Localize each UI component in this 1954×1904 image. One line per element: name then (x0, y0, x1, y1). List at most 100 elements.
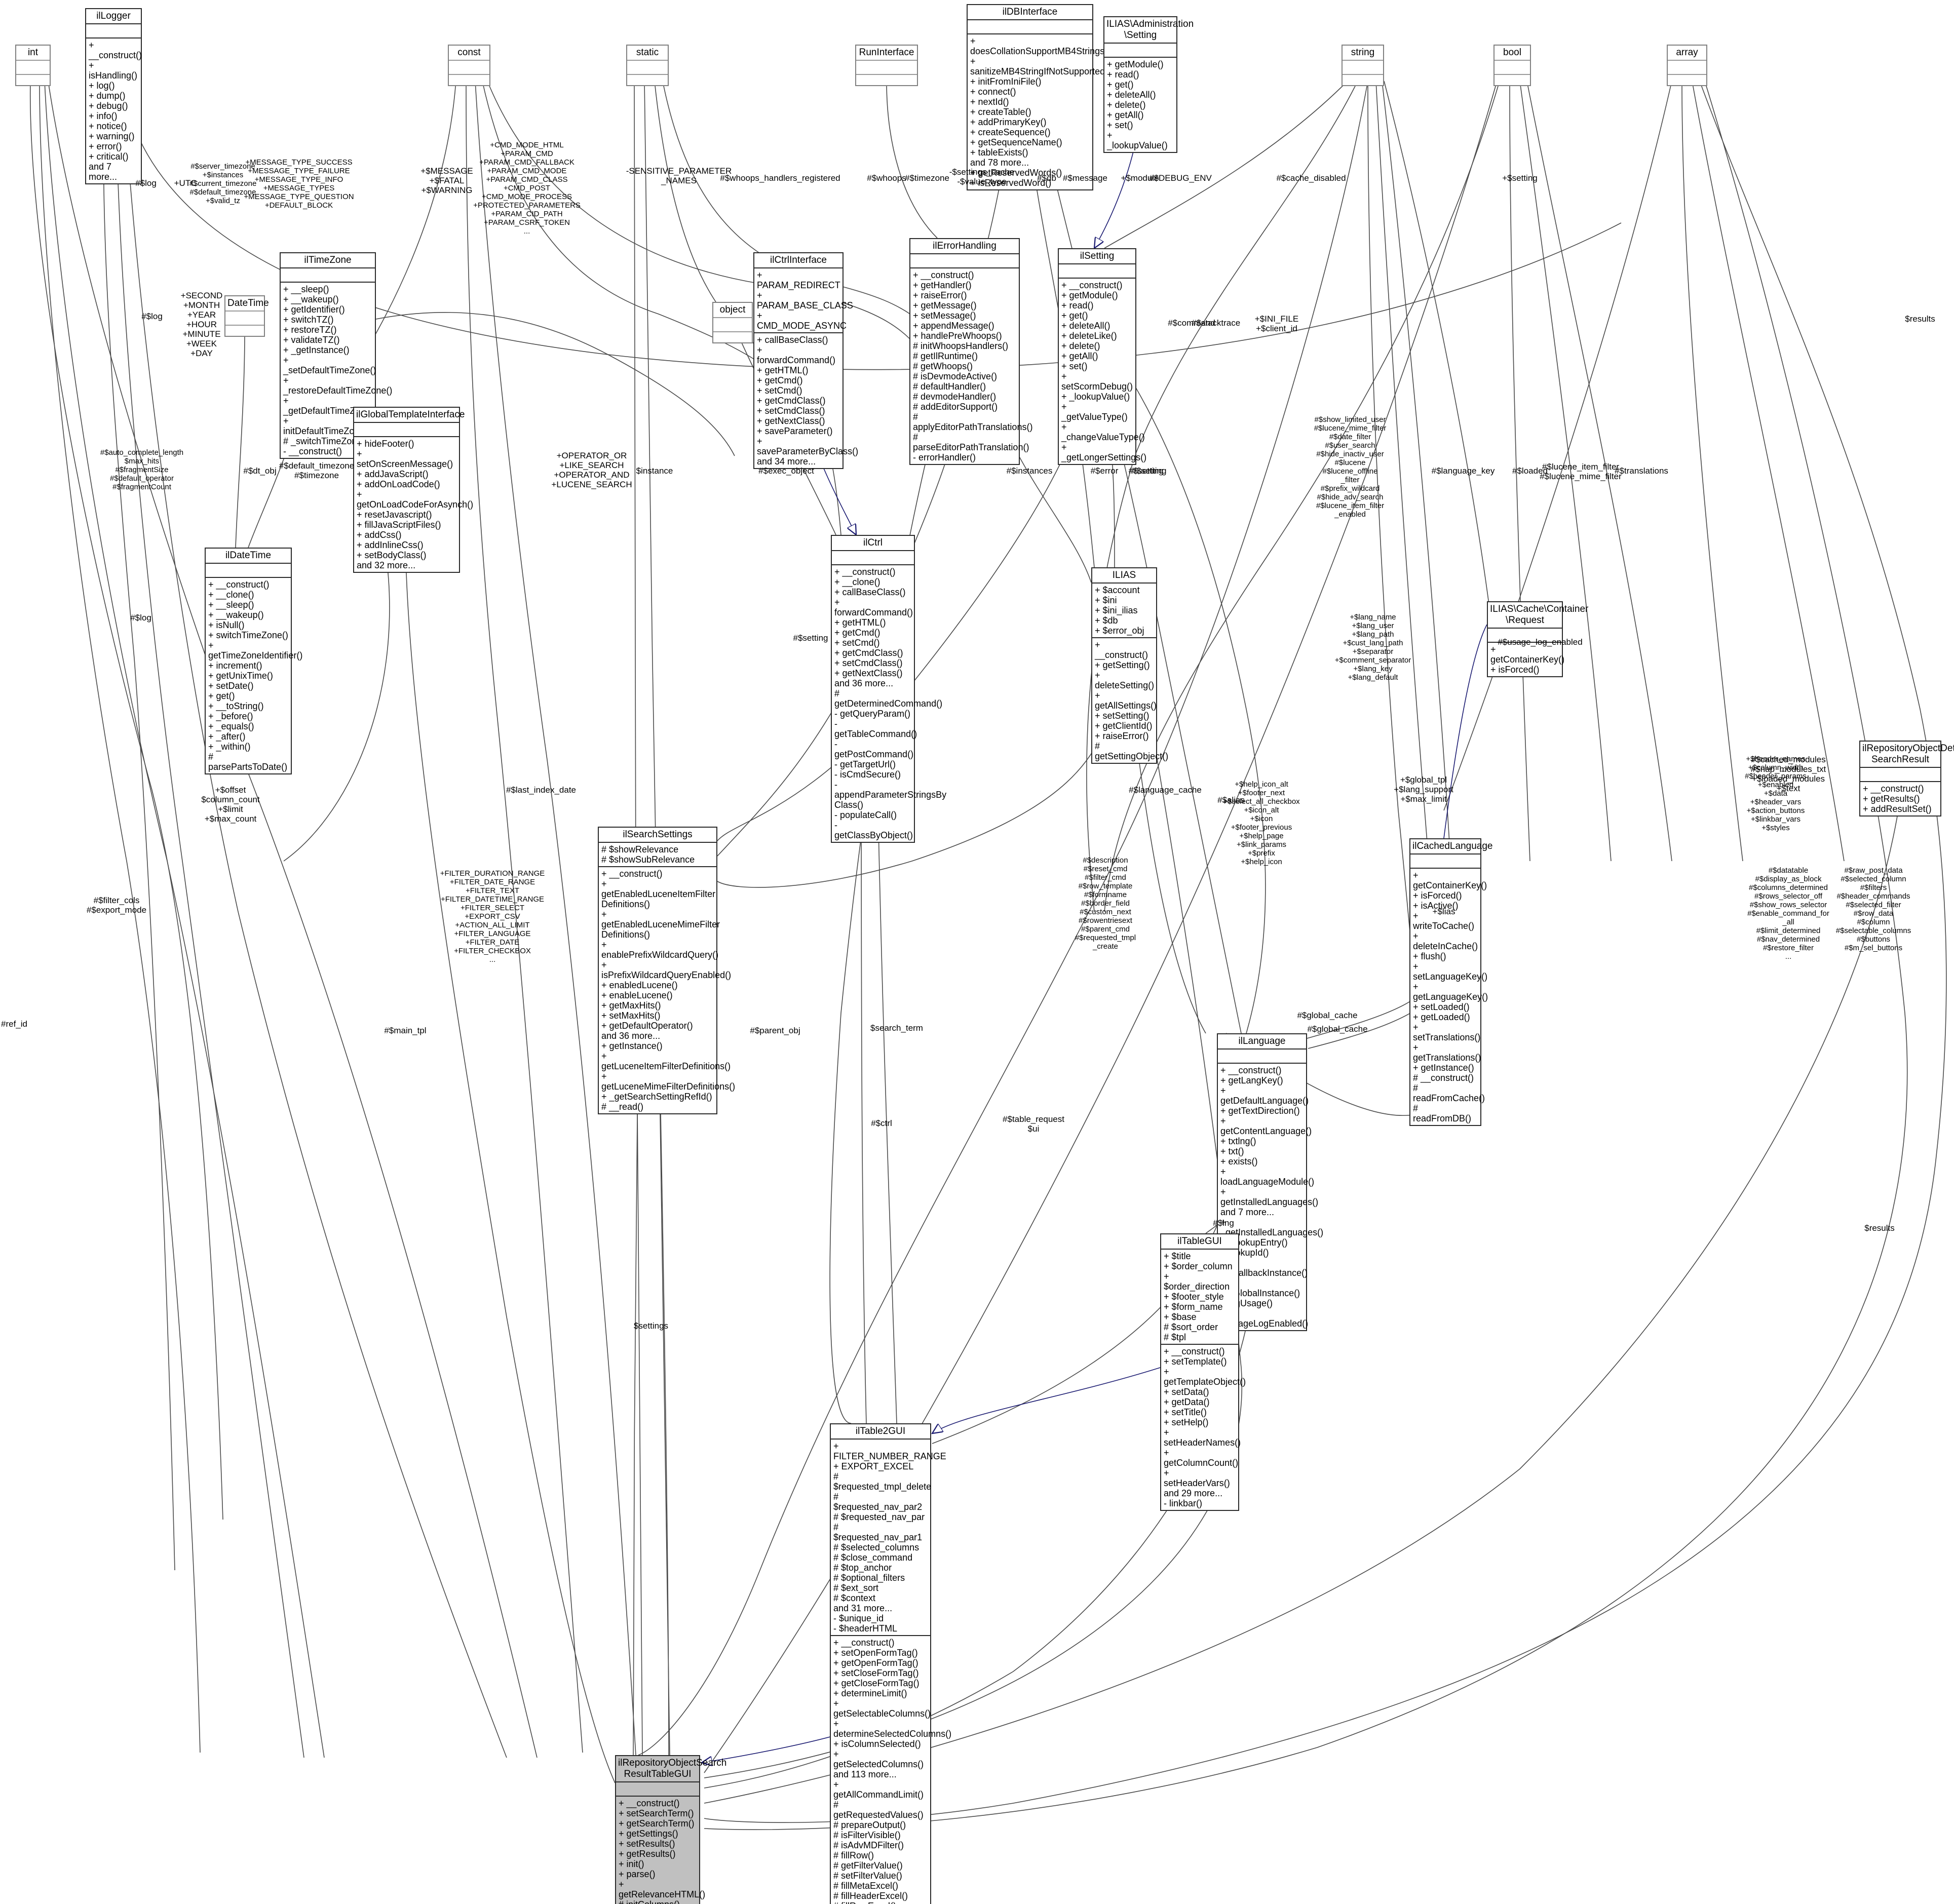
edge-label-l-slog: #$log (135, 178, 157, 188)
operation-row: + getOnLoadCodeForAsynch() (357, 489, 474, 510)
class-attributes: + PARAM_REDIRECT+ PARAM_BASE_CLASS+ CMD_… (754, 268, 853, 333)
operation-row: + createSequence() (970, 127, 1051, 137)
class-operations: + doesCollationSupportMB4Strings()+ sani… (968, 34, 1111, 189)
class-node-ilCtrl[interactable]: ilCtrl+ __construct()+ __clone()+ callBa… (831, 535, 946, 843)
operation-row: # parseEditorPathTranslation() (913, 432, 1029, 452)
operation-row: + __sleep() (283, 284, 329, 294)
operation-row: - getTargetUrl() (834, 759, 896, 769)
operation-row: + delete() (1061, 341, 1100, 351)
edge-label-l-filterdur: +FILTER_DURATION_RANGE +FILTER_DATE_RANG… (440, 869, 545, 964)
class-attributes (1059, 264, 1135, 279)
operation-row: + initFromIniFile() (970, 76, 1042, 87)
operation-row: + loadLanguageModule() (1220, 1167, 1315, 1187)
class-node-bool[interactable]: bool (1493, 45, 1531, 86)
class-operations: + __construct()+ __clone()+ __sleep()+ _… (206, 578, 302, 773)
edge-label-l-offset: +$offset $column_count +$limit +$max_cou… (201, 785, 260, 824)
class-node-ILIAS[interactable]: ILIAS+ $account+ $ini+ $ini_ilias+ $db+ … (1091, 567, 1168, 764)
operation-row: + setMaxHits() (601, 1011, 661, 1021)
attribute-row: # $top_anchor (833, 1563, 892, 1573)
operation-row: + getModule() (1061, 290, 1118, 300)
operation-row: and 113 more... (833, 1769, 897, 1779)
operation-row: + _before() (208, 711, 253, 721)
edge-label-l-srvtz: #$server_timezone +$instances #$current_… (189, 162, 257, 205)
class-node-int[interactable]: int (15, 45, 51, 86)
operation-row: + getDefaultLanguage() (1220, 1085, 1309, 1106)
class-node-ilSetting[interactable]: ilSetting+ __construct()+ getModule()+ r… (1058, 248, 1146, 465)
edge-label-l-stacktrace: #$stacktrace (1191, 318, 1241, 328)
operation-row: - __construct() (283, 446, 342, 456)
attribute-row: + $ini (1095, 595, 1117, 605)
class-node-ilTable2GUI[interactable]: ilTable2GUI+ FILTER_NUMBER_RANGE+ EXPORT… (830, 1423, 951, 1904)
operation-row: + getContentLanguage() (1220, 1116, 1312, 1136)
class-node-ilRepositoryObjectSearchResultTableGUI[interactable]: ilRepositoryObjectSearch ResultTableGUI+… (615, 1755, 726, 1904)
class-node-ilCtrlInterface[interactable]: ilCtrlInterface+ PARAM_REDIRECT+ PARAM_B… (753, 252, 858, 469)
operation-row: + __construct() (601, 869, 663, 879)
operation-row: + setResults() (619, 1839, 675, 1849)
class-node-object[interactable]: object (712, 302, 753, 343)
operation-row: # defaultHandler() (913, 381, 986, 392)
operation-row: + enabledLucene() (601, 980, 678, 990)
operation-row: + addInlineCss() (357, 540, 424, 550)
class-node-ilDateTime[interactable]: ilDateTime+ __construct()+ __clone()+ __… (205, 548, 302, 774)
class-node-DateTime[interactable]: DateTime (224, 295, 269, 337)
class-title: string (1343, 46, 1383, 61)
class-node-ILIASAdministrationSetting[interactable]: ILIAS\Administration \Setting+ getModule… (1103, 16, 1194, 153)
edge-label-l-settings: $settings (633, 1321, 669, 1331)
class-title: ilLanguage (1218, 1034, 1306, 1050)
operation-row: # setFilterValue() (833, 1871, 902, 1881)
operation-row: + isForced() (1413, 890, 1462, 901)
operation-row: + getEnabledLuceneMimeFilter Definitions… (601, 909, 720, 940)
edge-label-l-globalcache: #$global_cache (1297, 1011, 1358, 1020)
operation-row: + getOpenFormTag() (833, 1658, 918, 1668)
class-attributes (206, 564, 291, 578)
operation-row: + getClientId() (1095, 721, 1153, 731)
class-operations: + __construct()+ getHandler()+ raiseErro… (910, 268, 1033, 464)
edge-label-l-datatable: #$datatable #$display_as_block #$columns… (1747, 866, 1829, 961)
operation-row: + getData() (1164, 1397, 1210, 1407)
class-attributes (1495, 61, 1530, 75)
class-node-ilCachedLanguage[interactable]: ilCachedLanguage+ getContainerKey()+ isF… (1409, 838, 1492, 1126)
class-node-RunInterface[interactable]: RunInterface (855, 45, 918, 86)
class-operations: + hideFooter()+ setOnScreenMessage()+ ad… (354, 437, 474, 572)
class-title: RunInterface (856, 46, 917, 61)
attribute-row: + $base (1164, 1312, 1197, 1322)
edge-label-l-ctrl: #$ctrl (871, 1118, 892, 1128)
edge-label-l-showlimited: #$show_limited_user #$lucene_mime_filter… (1314, 415, 1387, 519)
operation-row: + __sleep() (208, 600, 254, 610)
class-node-static[interactable]: static (626, 45, 669, 86)
operation-row: + set() (1107, 120, 1133, 130)
class-node-ilSearchSettings[interactable]: ilSearchSettings# $showRelevance# $showS… (598, 827, 736, 1114)
operation-row: # applyEditorPathTranslations() (913, 412, 1033, 432)
class-node-ilRepositoryObjectDetailSearchResult[interactable]: ilRepositoryObjectDetail SearchResult+ _… (1859, 741, 1954, 817)
operation-row: # readFromDB() (1413, 1103, 1472, 1123)
class-node-ilDBInterface[interactable]: ilDBInterface+ doesCollationSupportMB4St… (967, 4, 1111, 190)
edge-label-l-cmdmode: +CMD_MODE_HTML +PARAM_CMD +PARAM_CMD_FAL… (473, 141, 581, 236)
operation-row: + createTable() (970, 107, 1031, 117)
edge-label-l-helpiconalt: +$help_icon_alt +$footer_next +$select_a… (1223, 780, 1300, 866)
operation-row: + enableLucene() (601, 990, 673, 1000)
class-node-string[interactable]: string (1342, 45, 1384, 86)
attribute-row: # $close_command (833, 1552, 913, 1563)
operation-row: + _getInstalledLanguages() (1220, 1217, 1324, 1237)
operation-row: + _changeValueType() (1061, 422, 1145, 442)
operation-row: + addResultSet() (1863, 804, 1932, 814)
edge-label-l-langkey: #$language_key (1431, 466, 1495, 476)
class-attributes (627, 61, 668, 75)
operation-row: + getLuceneMimeFilterDefinitions() (601, 1071, 736, 1092)
operation-row: # getFilterValue() (833, 1860, 903, 1871)
edge-label-l-cachedisabled: #$cache_disabled (1276, 173, 1346, 183)
class-node-ilTableGUI[interactable]: ilTableGUI+ $title+ $order_column+ $orde… (1160, 1233, 1246, 1511)
class-operations (449, 75, 489, 85)
operation-row: + setMessage() (913, 310, 976, 321)
operation-row: + callBaseClass() (757, 335, 828, 345)
class-node-ilGlobalTemplateInterface[interactable]: ilGlobalTemplateInterface+ hideFooter()+… (353, 407, 474, 573)
class-node-array[interactable]: array (1667, 45, 1707, 86)
class-node-ILIASCacheContainerRequest[interactable]: ILIAS\Cache\Container \Request+ getConta… (1487, 601, 1588, 677)
operation-row: + setSetting() (1095, 711, 1150, 721)
class-node-ilErrorHandling[interactable]: ilErrorHandling+ __construct()+ getHandl… (909, 238, 1033, 465)
class-node-ilLogger[interactable]: ilLogger+ __construct()+ isHandling()+ l… (85, 8, 142, 184)
operation-row: + getDefaultOperator() (601, 1021, 693, 1031)
operation-row: + addOnLoadCode() (357, 479, 440, 489)
class-node-const[interactable]: const (448, 45, 490, 86)
operation-row: # getRequestedValues() (833, 1800, 924, 1820)
